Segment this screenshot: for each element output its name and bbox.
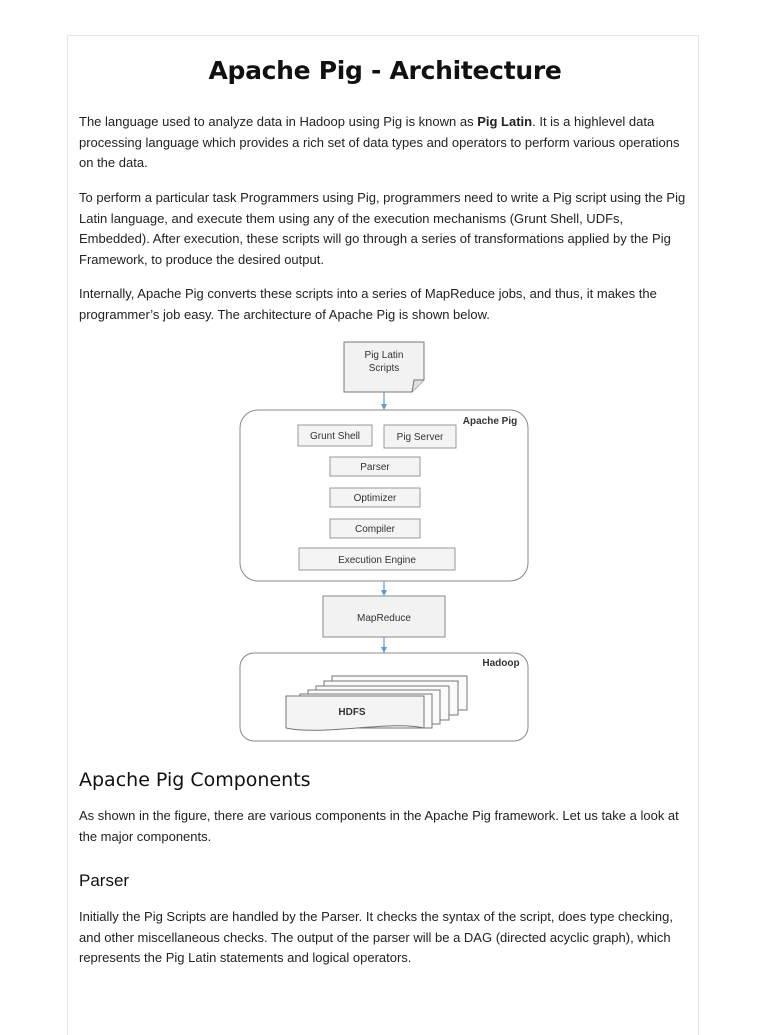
hadoop-label: Hadoop: [482, 658, 519, 669]
hdfs-label: HDFS: [338, 707, 366, 718]
scripts-label-line2: Scripts: [369, 363, 400, 374]
arrowhead-scripts: [381, 404, 387, 410]
arrowhead-mapreduce: [381, 590, 387, 596]
parser-box: [329, 456, 421, 477]
compiler-box: [329, 518, 421, 539]
apache-pig-container: Apache Pig Grunt Shell Pig Server Parser…: [239, 409, 529, 582]
article-card: Apache Pig - Architecture The language u…: [67, 35, 699, 1035]
parser-paragraph: Initially the Pig Scripts are handled by…: [79, 909, 673, 966]
scripts-label-line1: Pig Latin: [365, 350, 404, 361]
pig-latin-scripts-node: Pig Latin Scripts: [343, 341, 425, 393]
mapreduce-label: MapReduce: [357, 613, 411, 624]
hdfs-stack: HDFS: [285, 675, 468, 731]
intro-text-start: The language used to analyze data in Had…: [79, 114, 478, 129]
intro-paragraph: The language used to analyze data in Had…: [79, 112, 691, 174]
optimizer-box: [329, 487, 421, 508]
optimizer-label: Optimizer: [354, 493, 397, 504]
page-title: Apache Pig - Architecture: [208, 56, 562, 85]
components-heading: Apache Pig Components: [79, 769, 311, 791]
grunt-shell-box: [297, 424, 373, 447]
parser-heading: Parser: [79, 871, 130, 890]
architecture-diagram: Pig Latin Scripts Apache Pig Grunt Shell…: [239, 341, 529, 742]
internals-paragraph: Internally, Apache Pig converts these sc…: [79, 286, 657, 322]
compiler-label: Compiler: [355, 524, 396, 535]
pig-server-label: Pig Server: [397, 432, 444, 443]
grunt-shell-label: Grunt Shell: [310, 431, 360, 442]
mapreduce-node: MapReduce: [322, 595, 446, 638]
components-paragraph: As shown in the figure, there are variou…: [79, 808, 679, 844]
execution-engine-box: [298, 547, 456, 571]
execution-engine-label: Execution Engine: [338, 555, 416, 566]
pig-latin-term: Pig Latin: [477, 114, 533, 129]
hadoop-container: Hadoop HDFS: [239, 652, 529, 742]
programmers-paragraph: To perform a particular task Programmers…: [79, 190, 686, 267]
apache-pig-label: Apache Pig: [463, 416, 517, 427]
arrowhead-hadoop: [381, 647, 387, 653]
pig-server-box: [383, 424, 457, 449]
intro-text-end: . It is a highlevel data processing lang…: [79, 114, 680, 171]
parser-label: Parser: [360, 462, 390, 473]
